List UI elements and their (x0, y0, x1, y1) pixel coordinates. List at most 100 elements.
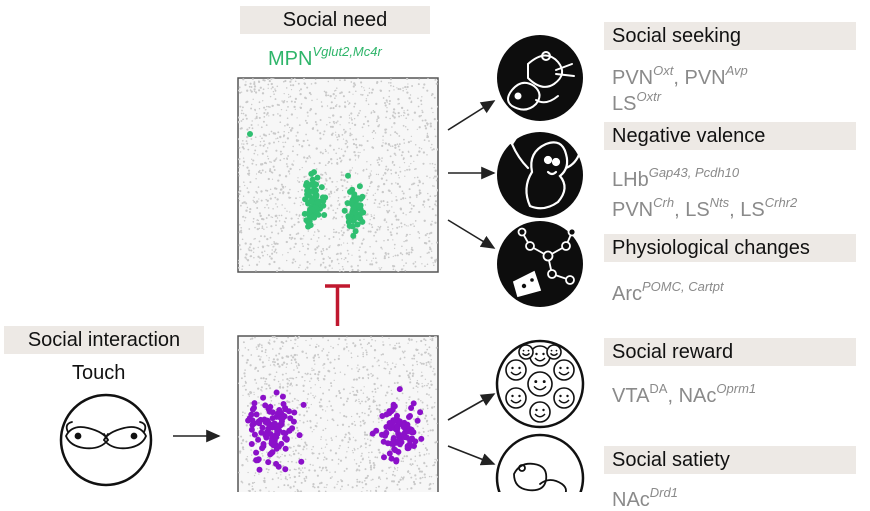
tissue-speck (396, 219, 398, 221)
tissue-speck (293, 451, 294, 452)
tissue-speck (409, 234, 410, 235)
tissue-speck (381, 354, 383, 356)
tissue-speck (265, 163, 267, 165)
tissue-speck (367, 95, 369, 97)
labeled-neuron (345, 173, 351, 179)
tissue-speck (357, 448, 358, 449)
tissue-speck (385, 488, 386, 489)
tissue-speck (354, 424, 356, 426)
tissue-speck (436, 180, 438, 182)
tissue-speck (244, 385, 246, 387)
tissue-speck (403, 115, 405, 117)
tissue-speck (271, 131, 273, 133)
tissue-speck (240, 151, 241, 152)
labeled-neuron (395, 449, 401, 455)
tissue-speck (246, 129, 248, 131)
tissue-speck (413, 263, 415, 265)
tissue-speck (334, 487, 336, 489)
tissue-speck (431, 251, 432, 252)
tissue-speck (265, 150, 267, 152)
tissue-speck (247, 472, 248, 473)
labeled-neuron (311, 215, 317, 221)
tissue-speck (366, 98, 367, 99)
tissue-speck (270, 189, 271, 190)
tissue-speck (409, 202, 411, 204)
tissue-speck (249, 86, 251, 88)
tissue-speck (267, 78, 269, 80)
tissue-speck (259, 358, 261, 360)
tissue-speck (413, 481, 415, 483)
tissue-speck (270, 216, 271, 217)
tissue-speck (427, 133, 428, 134)
marker-separator: , (729, 199, 740, 221)
tissue-speck (257, 370, 259, 372)
marker-region: PVN (684, 67, 725, 89)
tissue-speck (353, 437, 354, 438)
tissue-speck (346, 451, 347, 452)
touch-label: Touch (72, 362, 125, 385)
tissue-speck (238, 198, 239, 199)
tissue-speck (384, 409, 386, 411)
tissue-speck (367, 344, 368, 345)
tissue-speck (318, 230, 320, 232)
tissue-speck (385, 368, 387, 370)
tissue-speck (243, 143, 244, 144)
tissue-speck (305, 120, 307, 122)
tissue-speck (354, 421, 355, 422)
tissue-speck (381, 267, 382, 268)
tissue-speck (310, 373, 312, 375)
smiley-face (547, 345, 561, 359)
tissue-speck (283, 131, 284, 132)
tissue-speck (273, 358, 275, 360)
tissue-speck (376, 456, 378, 458)
tissue-speck (418, 383, 420, 385)
labeled-neuron (291, 419, 297, 425)
tissue-speck (318, 453, 320, 455)
tissue-speck (374, 388, 376, 390)
tissue-speck (377, 377, 379, 379)
tissue-speck (279, 387, 281, 389)
tissue-speck (392, 145, 394, 147)
tissue-speck (296, 214, 298, 216)
tissue-speck (253, 248, 255, 250)
tissue-speck (290, 84, 292, 86)
tissue-speck (387, 149, 389, 151)
tissue-speck (362, 458, 364, 460)
tissue-speck (388, 338, 389, 339)
tissue-speck (302, 181, 303, 182)
tissue-speck (325, 458, 327, 460)
tissue-speck (316, 99, 317, 100)
labeled-neuron (257, 467, 263, 473)
tissue-speck (275, 395, 277, 397)
tissue-speck (329, 196, 330, 197)
tissue-speck (284, 100, 286, 102)
tissue-speck (426, 362, 428, 364)
tissue-speck (436, 195, 437, 196)
tissue-speck (280, 479, 281, 480)
tissue-speck (362, 170, 364, 172)
tissue-speck (353, 82, 355, 84)
tissue-speck (295, 109, 296, 110)
labeled-neuron (248, 412, 254, 418)
tissue-speck (328, 352, 329, 353)
tissue-speck (339, 412, 340, 413)
tissue-speck (411, 208, 413, 210)
tissue-speck (416, 385, 418, 387)
tissue-speck (307, 373, 309, 375)
tissue-speck (288, 94, 289, 95)
tissue-speck (270, 225, 272, 227)
tissue-speck (310, 387, 312, 389)
tissue-speck (357, 265, 359, 267)
tissue-speck (391, 173, 392, 174)
tissue-speck (408, 141, 410, 143)
tissue-speck (258, 171, 260, 173)
tissue-speck (380, 81, 382, 83)
tissue-speck (429, 387, 431, 389)
tissue-speck (298, 191, 299, 192)
tissue-speck (419, 482, 421, 484)
tissue-speck (249, 435, 251, 437)
tissue-speck (322, 258, 324, 260)
tissue-speck (291, 437, 292, 438)
tissue-speck (270, 237, 272, 239)
tissue-speck (313, 357, 315, 359)
